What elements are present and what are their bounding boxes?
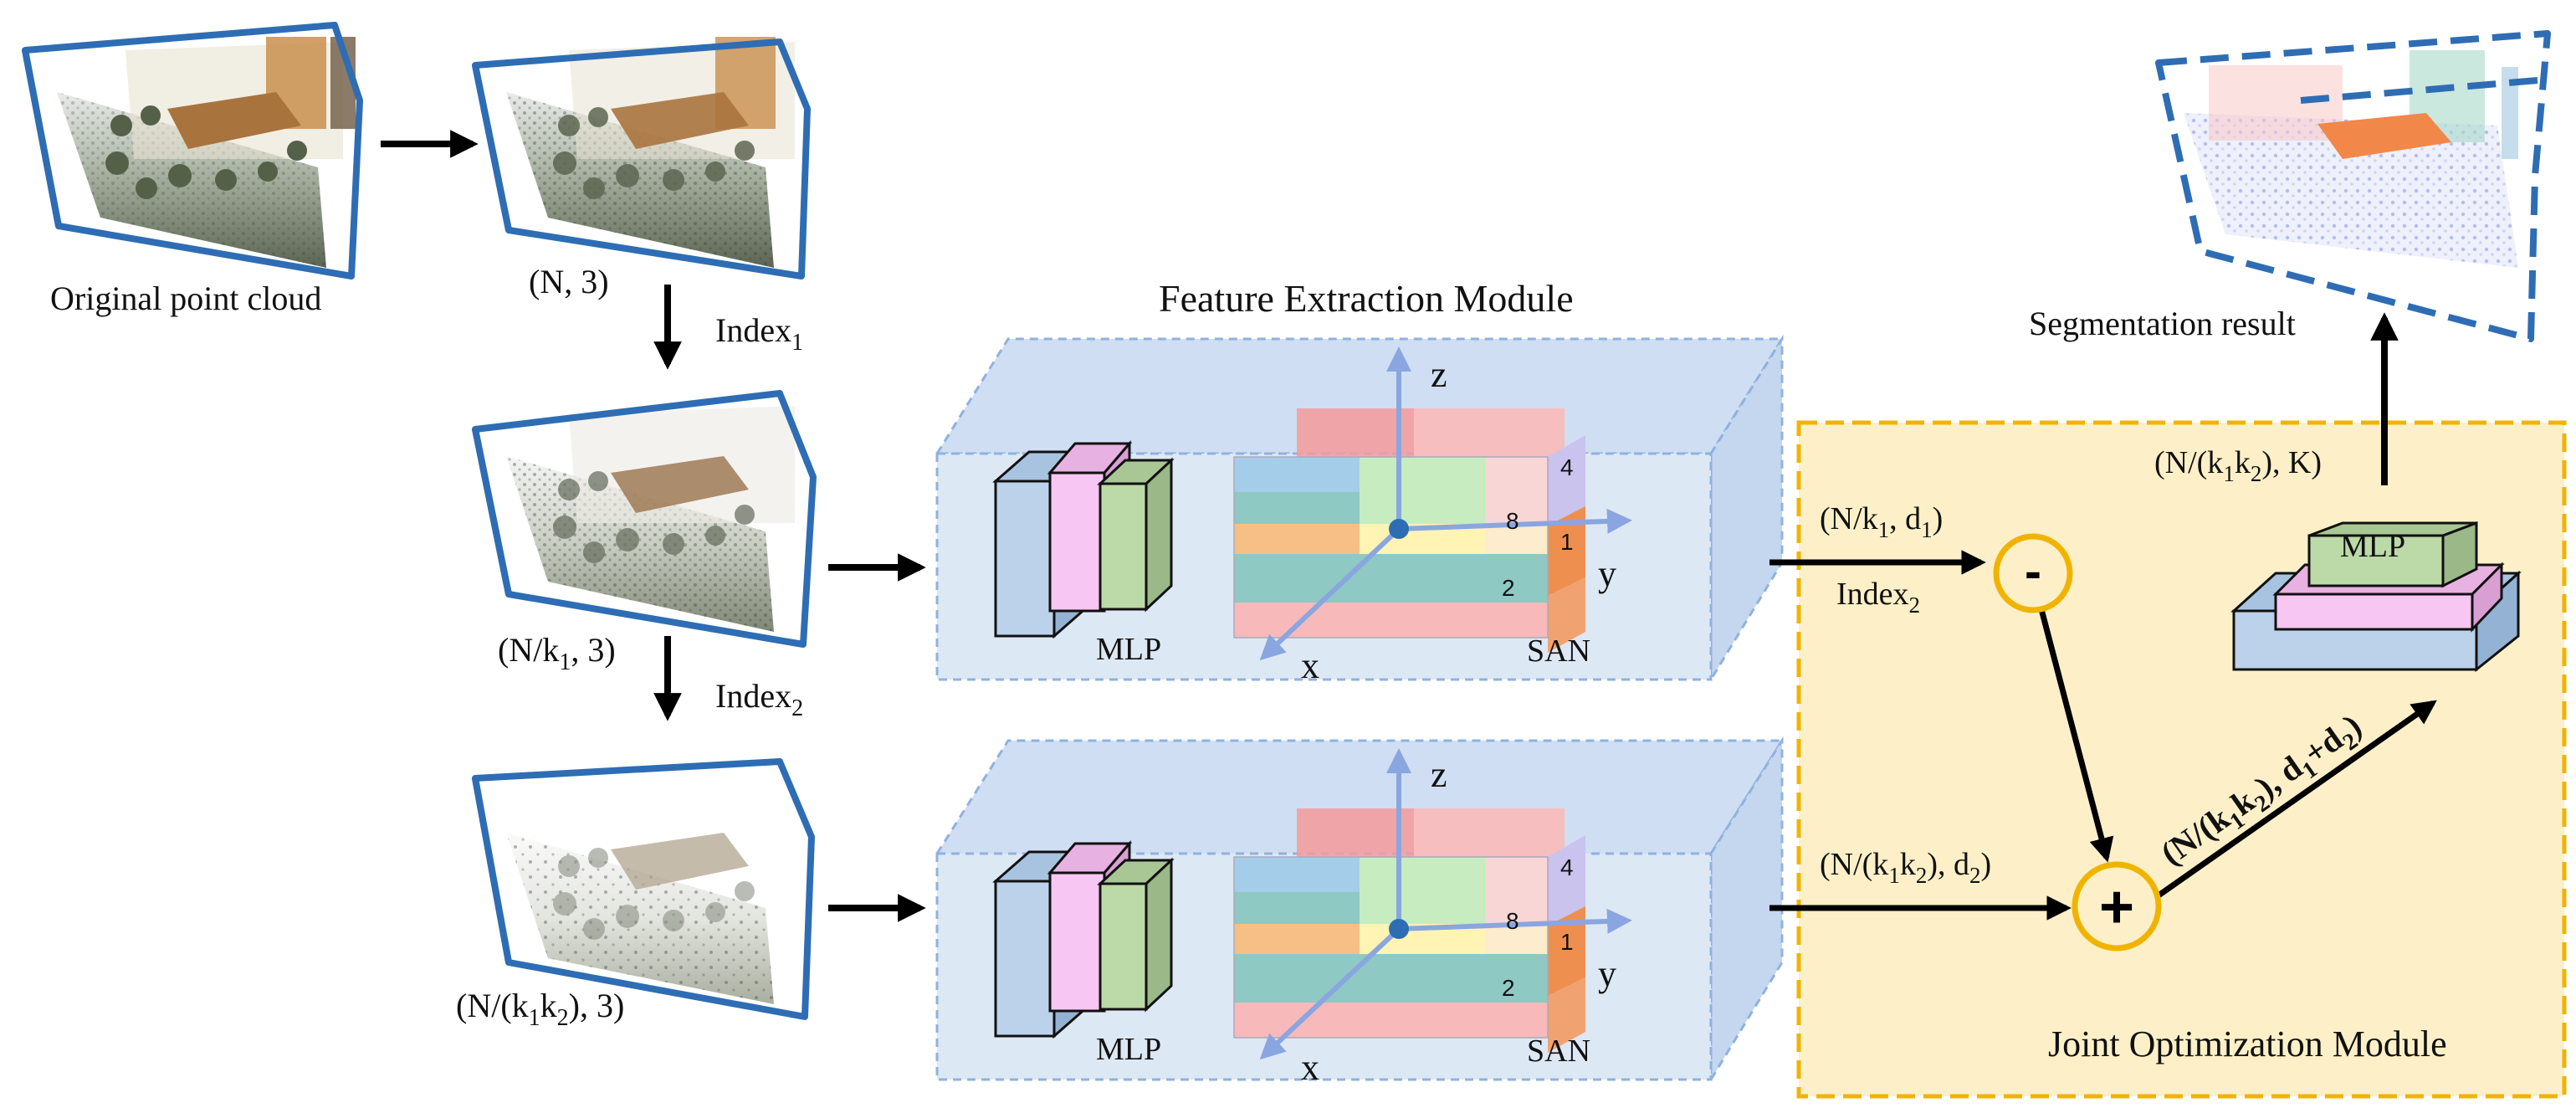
point-cloud-n3 <box>472 37 811 280</box>
original-point-cloud-label: Original point cloud <box>50 280 321 317</box>
index2-right-label: Index2 <box>1836 577 1920 618</box>
left-flow-arrows <box>381 130 926 922</box>
svg-text:+: + <box>2099 874 2134 941</box>
san-label-1: SAN <box>1527 634 1590 669</box>
axes-origin-2 <box>1389 919 1409 939</box>
san-num-2-1: 2 <box>1502 575 1515 601</box>
san-num-1-1: 1 <box>1560 529 1574 555</box>
jom-arrows <box>1769 312 2437 921</box>
shape-n3-label: (N, 3) <box>529 263 609 300</box>
mlp-label-1: MLP <box>1096 632 1161 667</box>
point-cloud-segmentation <box>2155 30 2551 342</box>
axes-origin-1 <box>1389 519 1409 539</box>
axis-y-1: y <box>1598 553 1616 594</box>
jom-mlp-label: MLP <box>2340 529 2405 564</box>
nk1k2-K-label: (N/(k1k2), K) <box>2154 445 2322 486</box>
san-block-2 <box>1233 808 1585 1053</box>
feature-extraction-title: Feature Extraction Module <box>1159 277 1574 320</box>
axis-x-1: x <box>1301 645 1319 686</box>
segmentation-result-label: Segmentation result <box>2029 305 2296 342</box>
shape-nk1k2-label: (N/(k1k2), 3) <box>456 987 624 1031</box>
axes-1 <box>1259 346 1632 661</box>
nk1k2-d2-label: (N/(k1k2), d2) <box>1820 847 1991 888</box>
nk1-d1-label: (N/k1, d1) <box>1820 501 1943 542</box>
joint-optimization-title: Joint Optimization Module <box>2048 1023 2447 1064</box>
mlp-block-1 <box>992 439 1175 639</box>
feature-extraction-module-1: MLP z y x 4 8 1 <box>935 334 1785 686</box>
feature-extraction-module-2: MLP z y x 4 8 1 2 <box>935 736 1785 1088</box>
point-cloud-nk1 <box>472 390 817 648</box>
san-num-8-2: 8 <box>1506 908 1519 934</box>
jom-mlp-block <box>2230 521 2522 673</box>
axes-2 <box>1259 748 1632 1060</box>
point-cloud-nk1k2 <box>472 758 815 1020</box>
san-num-4-1: 4 <box>1560 454 1574 480</box>
shape-nk1-label: (N/k1, 3) <box>498 631 616 675</box>
axis-y-2: y <box>1598 953 1616 994</box>
san-label-2: SAN <box>1527 1034 1590 1069</box>
mlp-block-2 <box>992 839 1175 1039</box>
san-num-4-2: 4 <box>1560 854 1574 880</box>
minus-op: - <box>1993 533 2073 613</box>
san-num-8-1: 8 <box>1506 508 1519 534</box>
axis-z-1: z <box>1431 354 1447 395</box>
index1-label: Index1 <box>715 311 803 356</box>
index2-left-label: Index2 <box>715 677 803 721</box>
mlp-label-2: MLP <box>1096 1032 1161 1067</box>
axis-z-2: z <box>1431 754 1447 795</box>
svg-text:-: - <box>2025 543 2041 599</box>
plus-op: + <box>2072 861 2162 952</box>
axis-x-2: x <box>1301 1047 1319 1088</box>
san-num-2-2: 2 <box>1502 975 1515 1001</box>
san-num-1-2: 1 <box>1560 929 1574 955</box>
original-point-cloud <box>22 22 363 280</box>
